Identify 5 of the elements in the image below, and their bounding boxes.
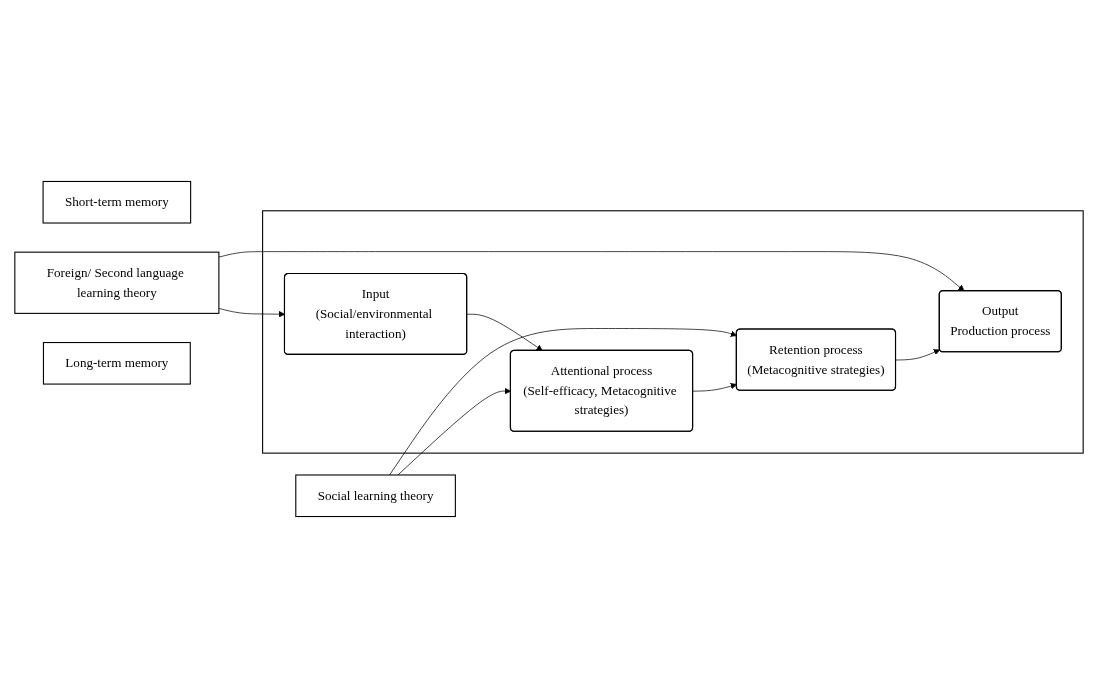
node-box: Long-term memory	[42, 341, 191, 385]
node-box: Short-term memory	[42, 180, 192, 224]
cluster	[262, 209, 1084, 454]
node-box: Foreign/ Second language learning theory	[14, 251, 220, 314]
node-box: Social learning theory	[295, 473, 456, 517]
